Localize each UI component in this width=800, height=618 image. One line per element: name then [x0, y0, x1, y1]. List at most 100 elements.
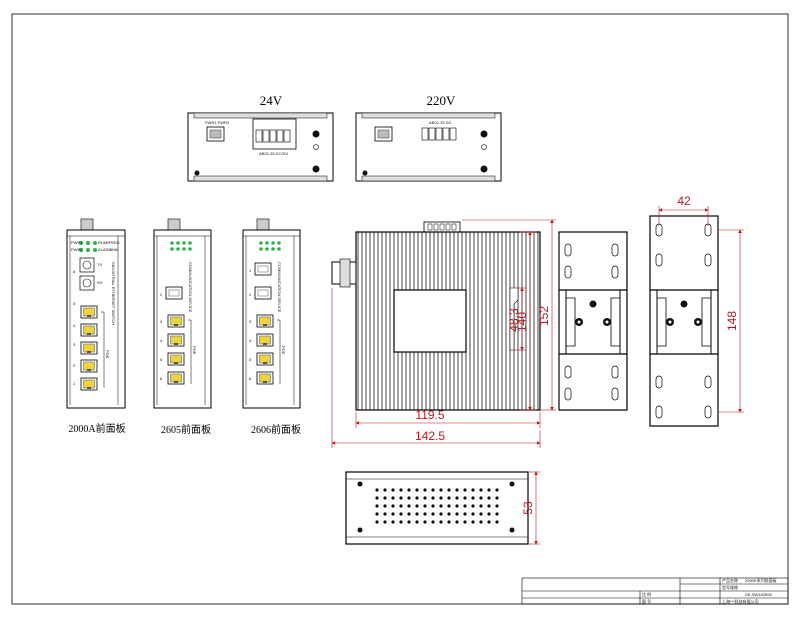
- dim-din-width: 42: [677, 194, 691, 208]
- vent-hole: [407, 520, 411, 524]
- vent-hole: [479, 488, 483, 492]
- vent-hole: [407, 488, 411, 492]
- dim-width-outer: 142.5: [415, 429, 445, 443]
- rear-view-220v: 220V AB02-35 DC: [355, 93, 502, 182]
- vent-hole: [399, 520, 403, 524]
- dim-height-inner: 140: [515, 312, 529, 332]
- vent-hole: [439, 512, 443, 516]
- led-label-link: LINK: [110, 247, 119, 252]
- vent-hole: [391, 504, 395, 508]
- title-value-product: 2000E系列前面板: [745, 577, 777, 583]
- bottom-view: [345, 471, 529, 545]
- led-label-run: RUN: [98, 240, 107, 245]
- title-row-model: 型号规格: [722, 584, 738, 590]
- vent-hole: [391, 496, 395, 500]
- vent-hole: [463, 496, 467, 500]
- vent-hole: [495, 496, 499, 500]
- port-2606-6: 6: [249, 376, 252, 381]
- side-text-2605: COMMUNICATION DEVICE: [188, 262, 193, 313]
- vent-hole: [471, 488, 475, 492]
- vent-hole: [439, 520, 443, 524]
- vent-hole: [447, 520, 451, 524]
- dim-height-side: 48.3: [507, 308, 521, 332]
- vent-hole: [415, 496, 419, 500]
- led-label-alarm: ALARM: [98, 247, 112, 252]
- fiber-label-tx: TX: [97, 262, 102, 267]
- port-2606-3: 3: [249, 319, 252, 324]
- vent-hole: [471, 520, 475, 524]
- rear-24v-input-spec: AB02-35 DC/DV: [259, 151, 288, 156]
- side-text-2000a: INDUSTRIAL ETHERNET SWITCH: [111, 262, 116, 325]
- vent-hole: [455, 504, 459, 508]
- dim-bottom-depth: 53: [521, 501, 535, 515]
- dimension-lines: [331, 206, 744, 545]
- vent-hole: [415, 520, 419, 524]
- vent-hole: [375, 496, 379, 500]
- vent-hole: [447, 496, 451, 500]
- din-bracket-small: [558, 231, 628, 411]
- vent-hole: [431, 512, 435, 516]
- vent-hole: [463, 488, 467, 492]
- title-row-product: 产品名称: [722, 577, 738, 583]
- caption-2605: 2605前面板: [161, 423, 211, 436]
- front-panel-2605: 2 COMMUNICATION DEVICE 3 4 5 6 POE 2605前…: [153, 218, 212, 436]
- vent-hole: [487, 488, 491, 492]
- vent-hole: [375, 488, 379, 492]
- vent-hole: [455, 520, 459, 524]
- vent-hole: [423, 512, 427, 516]
- led-label-pwr2: PWR2: [71, 247, 83, 252]
- vent-hole: [423, 520, 427, 524]
- title-value-model: DE-SW182B32: [745, 592, 773, 597]
- vent-hole: [423, 496, 427, 500]
- title-row-scale: 比 例: [642, 591, 651, 597]
- vent-hole: [431, 520, 435, 524]
- port-number-3: 3: [73, 342, 76, 347]
- vent-hole: [399, 504, 403, 508]
- fiber-label-rx: RX: [97, 280, 103, 285]
- vent-hole: [447, 512, 451, 516]
- vent-hole: [423, 488, 427, 492]
- vent-hole: [391, 488, 395, 492]
- vent-hole: [439, 504, 443, 508]
- vent-hole: [439, 488, 443, 492]
- dim-height-outer: 152: [537, 306, 551, 326]
- vent-hole: [391, 520, 395, 524]
- vent-hole: [455, 496, 459, 500]
- vent-hole: [383, 504, 387, 508]
- caption-2606: 2606前面板: [251, 423, 301, 436]
- port-2606-5: 5: [249, 357, 252, 362]
- port-2605-6: 6: [160, 376, 163, 381]
- port-2605-3: 3: [160, 319, 163, 324]
- side-view: [331, 221, 541, 411]
- vent-hole: [391, 512, 395, 516]
- vent-hole: [495, 504, 499, 508]
- vent-hole: [471, 496, 475, 500]
- vent-hole: [399, 512, 403, 516]
- vent-hole: [383, 520, 387, 524]
- vent-hole: [463, 512, 467, 516]
- vent-hole: [375, 520, 379, 524]
- vent-hole: [479, 496, 483, 500]
- vent-hole: [407, 512, 411, 516]
- din-bracket-dimensioned: [649, 215, 719, 427]
- front-panel-2606: 1 2 COMMUNICATION DEVICE 3 4 5 6 POE 260…: [242, 218, 301, 436]
- vent-hole: [487, 504, 491, 508]
- led-label-speed: SPEED: [106, 240, 120, 245]
- poe-label-2605: POE: [192, 346, 197, 355]
- vent-hole: [487, 496, 491, 500]
- rear-220v-title: 220V: [427, 93, 457, 108]
- vent-hole: [447, 488, 451, 492]
- title-row-drawing-no: 图 号: [642, 598, 651, 604]
- vent-hole: [487, 520, 491, 524]
- vent-hole: [495, 520, 499, 524]
- vent-hole: [415, 488, 419, 492]
- port-2606-4: 4: [249, 338, 252, 343]
- led-label-pwr1: PWR1: [71, 240, 83, 245]
- port-2605-5: 5: [160, 357, 163, 362]
- vent-hole: [479, 520, 483, 524]
- vent-hole: [455, 512, 459, 516]
- vent-hole: [463, 520, 467, 524]
- vent-hole: [495, 512, 499, 516]
- dim-width-inner: 119.5: [415, 408, 444, 422]
- vent-hole: [399, 496, 403, 500]
